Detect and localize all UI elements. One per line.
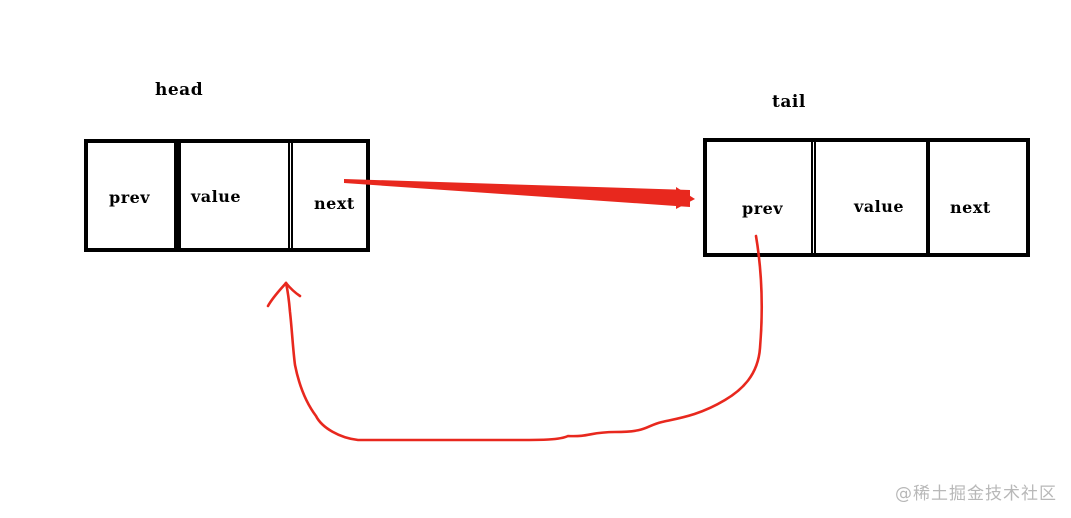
tail-prev-cell: prev xyxy=(707,142,816,253)
head-prev-cell: prev xyxy=(88,143,181,248)
head-label: head xyxy=(155,80,204,100)
tail-label: tail xyxy=(772,92,806,112)
tail-next-cell: next xyxy=(930,142,1026,253)
head-value-text: value xyxy=(191,187,242,206)
prev-arrow-curve xyxy=(284,234,763,442)
head-next-cell: next xyxy=(293,143,366,248)
head-prev-text: prev xyxy=(109,188,151,207)
tail-next-text: next xyxy=(950,198,991,217)
head-value-cell: value xyxy=(181,143,293,248)
tail-prev-text: prev xyxy=(742,199,784,218)
prev-arrow-head-right xyxy=(284,281,302,298)
prev-arrow-head-left xyxy=(266,281,288,308)
next-arrow-head xyxy=(676,187,695,209)
tail-node: prev value next xyxy=(703,138,1030,257)
tail-value-text: value xyxy=(854,197,905,216)
head-node: prev value next xyxy=(84,139,370,252)
next-arrow-shaft xyxy=(344,179,690,207)
tail-value-cell: value xyxy=(816,142,930,253)
head-next-text: next xyxy=(314,194,355,213)
watermark: @稀土掘金技术社区 xyxy=(895,484,1057,504)
